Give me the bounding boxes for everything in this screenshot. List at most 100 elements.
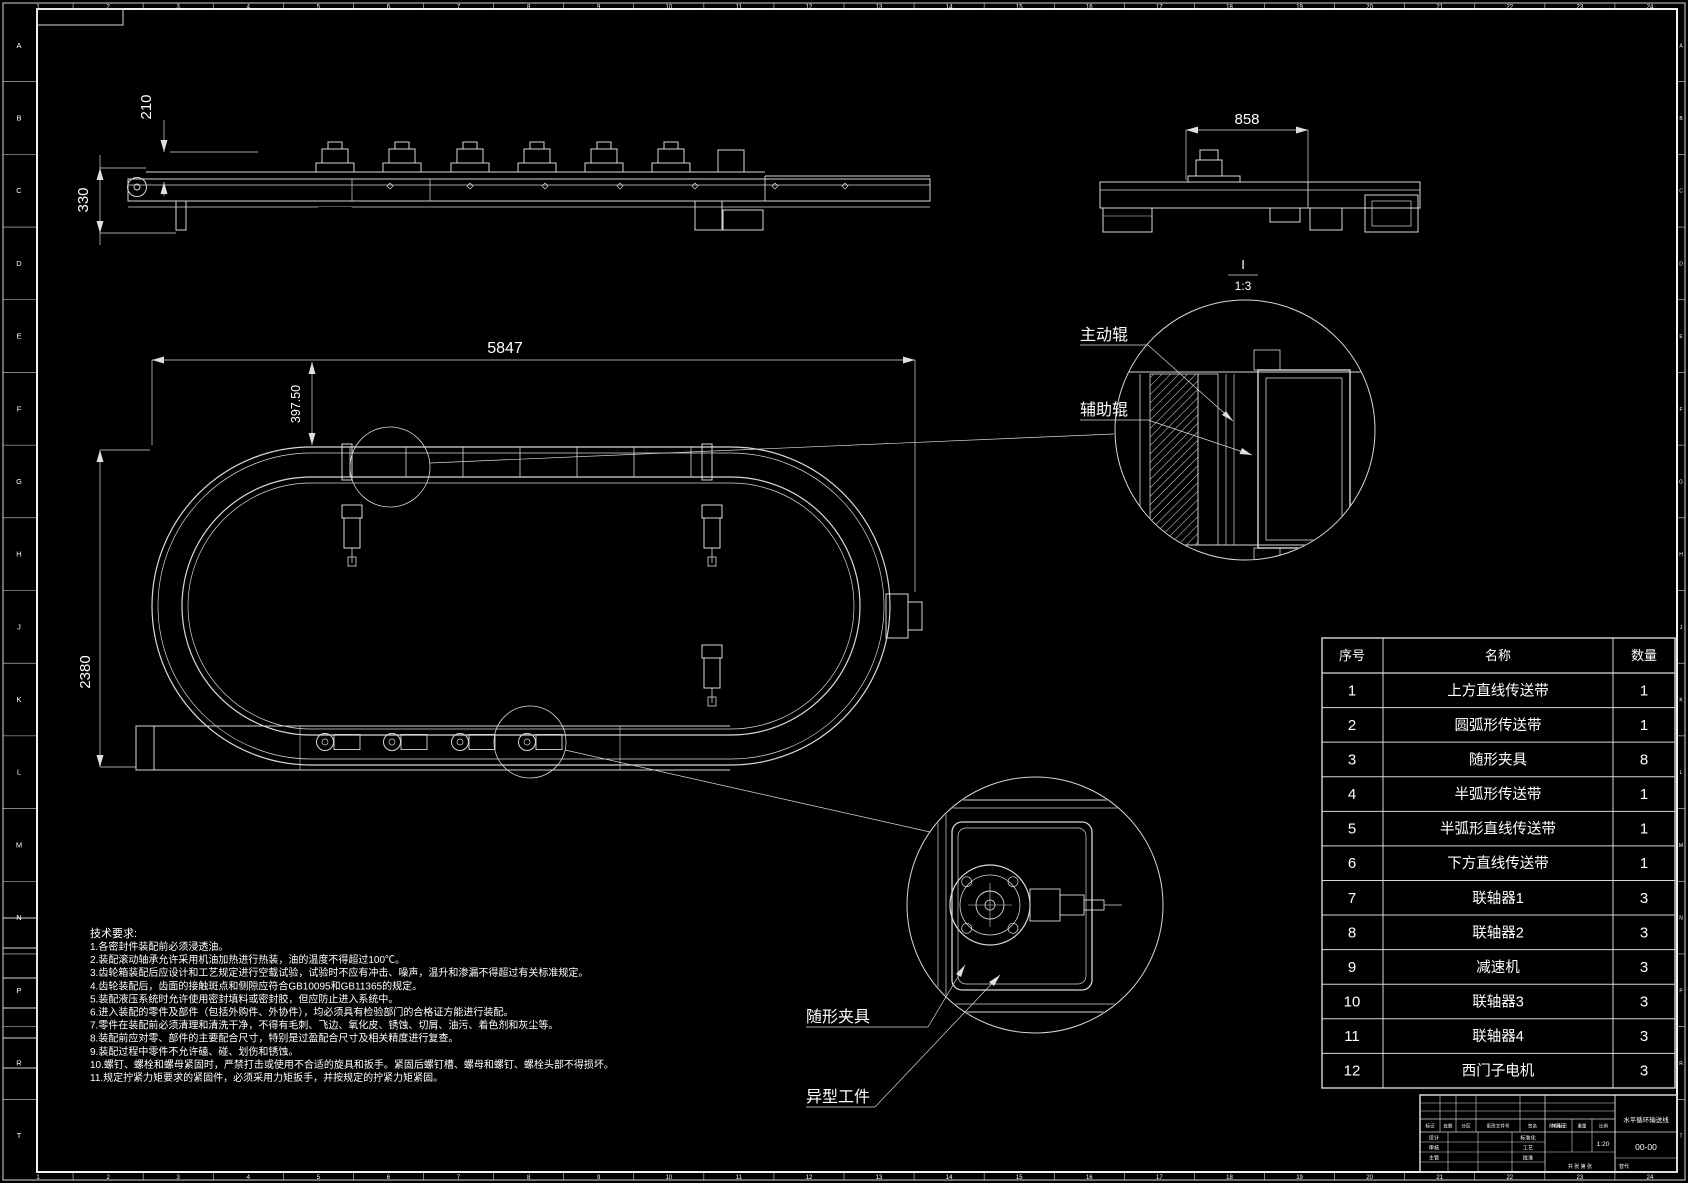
bom-cell-qty: 3 bbox=[1640, 924, 1648, 941]
bom-cell-name: 圆弧形传送带 bbox=[1455, 717, 1542, 734]
station-roller bbox=[518, 733, 536, 751]
grid-row-label: B bbox=[1679, 116, 1683, 122]
bom-cell-qty: 3 bbox=[1640, 1063, 1648, 1080]
grid-column-label: 23 bbox=[1577, 4, 1584, 10]
grid-column-label: 17 bbox=[1156, 4, 1163, 10]
motor-tip bbox=[707, 556, 717, 567]
bom-cell-qty: 1 bbox=[1640, 821, 1648, 838]
grid-row-label: D bbox=[1679, 261, 1683, 267]
grid-row-label: M bbox=[16, 840, 22, 849]
margin-box bbox=[2, 1007, 38, 1039]
grid-reference-ruler: 1122334455667788991010111112121313141415… bbox=[3, 3, 1685, 1181]
grid-column-label: 13 bbox=[876, 4, 883, 10]
side-drive-motor bbox=[907, 601, 923, 631]
grid-column-label: 16 bbox=[1086, 4, 1093, 10]
bom-cell-qty: 8 bbox=[1640, 751, 1648, 768]
belt-end-plate bbox=[341, 443, 353, 481]
tb-sign-label: 批准 bbox=[1523, 1154, 1533, 1162]
drive-roller-label: 主动辊 bbox=[1080, 326, 1128, 344]
clamp-base bbox=[450, 162, 490, 173]
station-bracket bbox=[400, 734, 428, 750]
grid-column-label: 22 bbox=[1506, 1175, 1513, 1181]
station-roller-shaft bbox=[456, 738, 464, 746]
belt-mark bbox=[616, 182, 624, 190]
clamp-top bbox=[1199, 149, 1219, 161]
note-line: 11.规定拧紧力矩要求的紧固件，必须采用力矩扳手，并按规定的拧紧力矩紧固。 bbox=[90, 1071, 443, 1084]
tb-sign-label: 设计 bbox=[1429, 1134, 1439, 1142]
bom-cell-no: 1 bbox=[1348, 682, 1356, 699]
clamp-body bbox=[456, 148, 484, 164]
station-roller bbox=[383, 733, 401, 751]
grid-column-label: 19 bbox=[1296, 1175, 1303, 1181]
clamp-base bbox=[517, 162, 557, 173]
grid-column-label: 5 bbox=[317, 4, 321, 10]
bom-cell-no: 3 bbox=[1348, 751, 1356, 768]
tb-rev-col-label: 签名 bbox=[1528, 1123, 1537, 1130]
grid-row-label: N bbox=[16, 913, 21, 922]
bom-cell-name: 西门子电机 bbox=[1462, 1063, 1535, 1080]
tb-rev-col-label: 分区 bbox=[1461, 1123, 1471, 1130]
drive-box bbox=[722, 209, 764, 231]
grid-column-label: 20 bbox=[1366, 4, 1373, 10]
title-block: 标记处数分区更改文件号签名年月日设计审核主管标准化工艺批准阶段标记重量比例 1:… bbox=[1419, 1094, 1678, 1173]
grid-column-label: 11 bbox=[736, 4, 743, 10]
grid-row-label: R bbox=[16, 1058, 22, 1067]
track-outer-2 bbox=[157, 452, 885, 760]
note-line: 1.各密封件装配前必须浸透油。 bbox=[90, 940, 228, 953]
tb-sign-label: 主管 bbox=[1429, 1154, 1439, 1162]
station-bracket bbox=[333, 734, 361, 750]
grid-column-label: 4 bbox=[247, 4, 251, 10]
grid-column-label: 1 bbox=[36, 4, 40, 10]
station-roller-shaft bbox=[523, 738, 531, 746]
bom-cell-qty: 1 bbox=[1640, 786, 1648, 803]
station-roller bbox=[316, 733, 334, 751]
note-line: 9.装配过程中零件不允许磕、碰、划伤和锈蚀。 bbox=[90, 1045, 298, 1058]
grid-row-label: G bbox=[16, 477, 22, 486]
grid-column-label: 1 bbox=[36, 1175, 40, 1181]
grid-column-label: 5 bbox=[317, 1175, 321, 1181]
roller-cap bbox=[1253, 547, 1281, 560]
grid-column-label: 9 bbox=[597, 1175, 601, 1181]
replace-note: 替代 bbox=[1619, 1163, 1629, 1170]
bom-cell-no: 2 bbox=[1348, 717, 1356, 734]
grid-row-label: L bbox=[17, 768, 21, 777]
grid-column-label: 14 bbox=[946, 4, 953, 10]
grid-column-label: 12 bbox=[806, 1175, 813, 1181]
motor-box bbox=[694, 200, 723, 231]
dim-858: 858 bbox=[1234, 111, 1259, 128]
clamp-label: 随形夹具 bbox=[806, 1008, 870, 1026]
detail-view-i: I 1:3 主动辊 辅助辊 bbox=[1080, 257, 1376, 561]
belt-mark bbox=[466, 182, 474, 190]
bolt bbox=[961, 922, 973, 934]
tb-stage-col-label: 比例 bbox=[1599, 1123, 1608, 1130]
grid-row-label: G bbox=[1679, 479, 1683, 485]
roller-inner bbox=[1265, 377, 1343, 541]
clamp-base bbox=[1187, 175, 1241, 183]
bom-cell-no: 11 bbox=[1344, 1028, 1360, 1045]
clamp-top bbox=[462, 141, 478, 150]
detail-ii-content bbox=[908, 799, 1162, 1013]
grid-column-label: 9 bbox=[597, 4, 601, 10]
end-roller-shaft bbox=[133, 183, 141, 191]
tb-sign-label: 工艺 bbox=[1523, 1145, 1533, 1152]
notes-title: 技术要求: bbox=[90, 927, 137, 940]
clamp-base bbox=[651, 162, 691, 173]
support-leg bbox=[175, 200, 187, 231]
grid-row-label: E bbox=[16, 332, 21, 341]
technical-notes: 技术要求: 1.各密封件装配前必须浸透油。2.装配滚动轴承允许采用机油加热进行热… bbox=[90, 927, 614, 1084]
grid-column-label: 8 bbox=[527, 4, 531, 10]
bom-cell-no: 9 bbox=[1348, 959, 1356, 976]
station-roller-shaft bbox=[321, 738, 329, 746]
title-block-scale: 1:20 bbox=[1597, 1141, 1610, 1148]
grid-column-label: 2 bbox=[106, 1175, 110, 1181]
clamp-base bbox=[315, 162, 355, 173]
detail-circle-b bbox=[493, 705, 567, 779]
bom-cell-name: 联轴器2 bbox=[1472, 924, 1524, 941]
grid-row-label: D bbox=[16, 259, 22, 268]
tb-rev-col-label: 处数 bbox=[1443, 1123, 1453, 1130]
station-roller bbox=[451, 733, 469, 751]
bolt bbox=[961, 876, 973, 888]
grid-row-label: J bbox=[1680, 625, 1683, 631]
bom-cell-name: 联轴器1 bbox=[1472, 890, 1524, 907]
